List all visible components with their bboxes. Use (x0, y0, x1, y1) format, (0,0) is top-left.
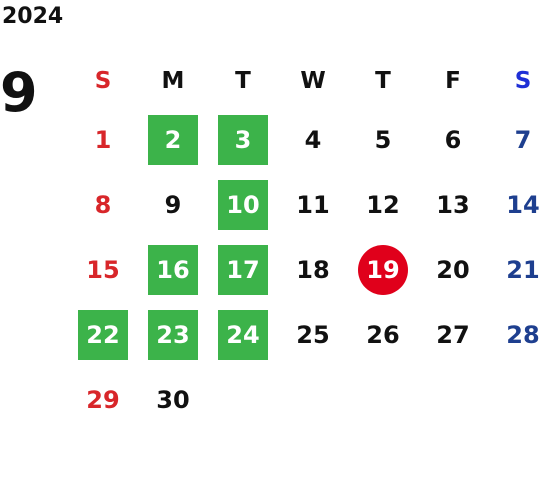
day-cell[interactable]: 3 (208, 107, 278, 172)
weekday-header-monday: M (161, 68, 185, 94)
day-cell[interactable]: 20 (418, 237, 488, 302)
day-cell[interactable]: 28 (488, 302, 548, 367)
day-number: 27 (436, 320, 470, 349)
day-cell[interactable]: 7 (488, 107, 548, 172)
day-cell[interactable]: 14 (488, 172, 548, 237)
day-number: 12 (366, 190, 400, 219)
day-cell[interactable]: 18 (278, 237, 348, 302)
day-cell[interactable]: 25 (278, 302, 348, 367)
weekday-header-wednesday: W (300, 68, 326, 94)
day-cell[interactable]: 15 (68, 237, 138, 302)
day-number: 25 (296, 320, 330, 349)
day-cell[interactable]: 4 (278, 107, 348, 172)
day-number: 26 (366, 320, 400, 349)
day-number: 21 (506, 255, 540, 284)
day-cell[interactable]: 19 (348, 237, 418, 302)
weekday-header-saturday: S (514, 68, 532, 94)
day-number: 4 (304, 125, 322, 154)
day-number: 20 (436, 255, 470, 284)
day-number: 9 (164, 190, 182, 219)
year-label: 2024 (2, 4, 64, 29)
day-number: 28 (506, 320, 540, 349)
day-cell[interactable]: 23 (138, 302, 208, 367)
day-number: 7 (514, 125, 532, 154)
day-number: 6 (444, 125, 462, 154)
day-cell[interactable]: 6 (418, 107, 488, 172)
highlighted-day-number: 17 (218, 244, 268, 295)
day-cell[interactable]: 8 (68, 172, 138, 237)
weekday-header-tuesday: T (235, 68, 251, 94)
day-number: 30 (156, 385, 190, 414)
weekday-header-friday: F (445, 68, 461, 94)
day-cell[interactable]: 12 (348, 172, 418, 237)
highlighted-day-number: 24 (218, 309, 268, 360)
day-cell[interactable]: 9 (138, 172, 208, 237)
day-number: 15 (86, 255, 120, 284)
day-cell[interactable]: 29 (68, 367, 138, 432)
day-cell[interactable]: 24 (208, 302, 278, 367)
day-cell[interactable]: 17 (208, 237, 278, 302)
day-number: 11 (296, 190, 330, 219)
day-cell[interactable]: 16 (138, 237, 208, 302)
highlighted-day-number: 2 (148, 114, 198, 165)
day-cell[interactable]: 22 (68, 302, 138, 367)
day-cell[interactable]: 2 (138, 107, 208, 172)
day-cell[interactable]: 26 (348, 302, 418, 367)
day-number: 8 (94, 190, 112, 219)
weekday-header-thursday: T (375, 68, 391, 94)
day-cell[interactable]: 30 (138, 367, 208, 432)
highlighted-day-number: 23 (148, 309, 198, 360)
day-cell[interactable]: 21 (488, 237, 548, 302)
highlighted-day-number: 3 (218, 114, 268, 165)
day-number: 1 (94, 125, 112, 154)
highlighted-day-number: 16 (148, 244, 198, 295)
day-cell[interactable]: 5 (348, 107, 418, 172)
month-number: 9 (0, 61, 38, 124)
day-number: 18 (296, 255, 330, 284)
highlighted-day-number: 10 (218, 179, 268, 230)
day-number: 29 (86, 385, 120, 414)
day-cell[interactable]: 1 (68, 107, 138, 172)
day-cell[interactable]: 11 (278, 172, 348, 237)
weekday-header-sunday: S (94, 68, 112, 94)
day-number: 13 (436, 190, 470, 219)
today-day-number: 19 (358, 244, 408, 295)
day-cell[interactable]: 13 (418, 172, 488, 237)
day-cell[interactable]: 10 (208, 172, 278, 237)
highlighted-day-number: 22 (78, 309, 128, 360)
day-cell[interactable]: 27 (418, 302, 488, 367)
day-number: 14 (506, 190, 540, 219)
day-number: 5 (374, 125, 392, 154)
